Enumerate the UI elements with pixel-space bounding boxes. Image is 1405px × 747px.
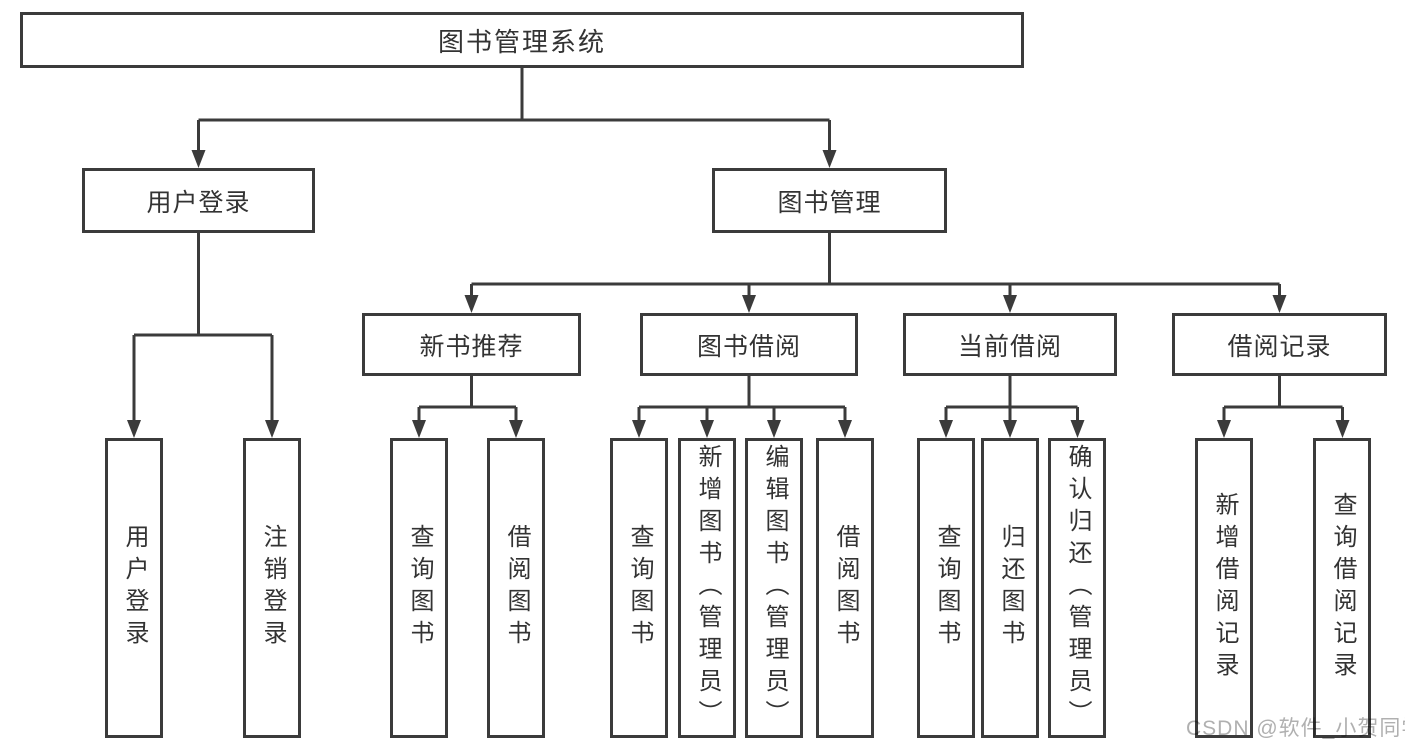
arrowhead-to-new-book-rec [464, 295, 479, 313]
node-book-mgmt: 图书管理 [712, 168, 947, 233]
node-current-borrow-label: 当前借阅 [957, 332, 1062, 361]
node-leaf-cb-query-books: 查询图书 [917, 438, 975, 738]
node-leaf-br-query-record: 查询借阅记录 [1313, 438, 1371, 738]
node-leaf-rec-query-books: 查询图书 [390, 438, 448, 738]
node-leaf-bb-borrow-books: 借阅图书 [816, 438, 874, 738]
node-leaf-bb-edit-books-label: 编辑图书（管理员） [761, 444, 788, 732]
node-leaf-cb-return-books: 归还图书 [981, 438, 1039, 738]
node-new-book-rec: 新书推荐 [362, 313, 581, 376]
arrowhead-to-br-add [1217, 420, 1231, 438]
arrowhead-to-cb-confirm [1070, 420, 1085, 438]
node-leaf-cb-confirm-return: 确认归还（管理员） [1048, 438, 1106, 738]
node-leaf-bb-borrow-books-label: 借阅图书 [832, 524, 859, 652]
connector-user-login-to-children [127, 233, 279, 438]
node-book-borrow: 图书借阅 [640, 313, 858, 376]
node-leaf-cb-query-books-label: 查询图书 [933, 524, 960, 652]
connector-borrow-records-to-children [1217, 376, 1350, 438]
node-user-login: 用户登录 [82, 168, 315, 233]
node-user-login-label: 用户登录 [146, 188, 251, 217]
node-new-book-rec-label: 新书推荐 [419, 332, 524, 361]
arrowhead-to-borrow-records [1272, 295, 1287, 313]
node-leaf-br-add-record: 新增借阅记录 [1195, 438, 1253, 738]
node-library-system-label: 图书管理系统 [437, 26, 606, 57]
node-book-borrow-label: 图书借阅 [696, 332, 801, 361]
node-leaf-rec-borrow-books: 借阅图书 [487, 438, 545, 738]
node-leaf-rec-query-books-label: 查询图书 [406, 524, 433, 652]
arrowhead-to-br-query [1335, 420, 1350, 438]
node-leaf-user-login: 用户登录 [105, 438, 163, 738]
arrowhead-to-user-login [191, 150, 206, 168]
node-leaf-br-query-record-label: 查询借阅记录 [1329, 492, 1356, 684]
node-leaf-bb-query-books-label: 查询图书 [626, 524, 653, 652]
connector-root-to-level2 [191, 68, 837, 168]
arrowhead-to-user-login-leaf [127, 420, 141, 438]
node-leaf-br-add-record-label: 新增借阅记录 [1211, 492, 1238, 684]
arrowhead-to-logout-leaf [265, 420, 279, 438]
node-leaf-cb-confirm-return-label: 确认归还（管理员） [1064, 444, 1091, 732]
node-leaf-user-login-label: 用户登录 [121, 524, 148, 652]
arrowhead-to-bb-query [632, 420, 646, 438]
node-leaf-bb-query-books: 查询图书 [610, 438, 668, 738]
node-borrow-records: 借阅记录 [1172, 313, 1387, 376]
arrowhead-to-book-mgmt [822, 150, 837, 168]
node-leaf-bb-edit-books: 编辑图书（管理员） [745, 438, 803, 738]
node-leaf-cb-return-books-label: 归还图书 [997, 524, 1024, 652]
node-book-mgmt-label: 图书管理 [777, 188, 882, 217]
node-borrow-records-label: 借阅记录 [1227, 332, 1332, 361]
node-leaf-logout: 注销登录 [243, 438, 301, 738]
arrowhead-to-cb-query [939, 420, 953, 438]
node-library-system: 图书管理系统 [20, 12, 1024, 68]
arrowhead-to-book-borrow [742, 295, 756, 313]
arrowhead-to-bb-borrow [838, 420, 852, 438]
arrowhead-to-rec-query [412, 420, 426, 438]
connector-new-book-rec-to-children [412, 376, 523, 438]
arrowhead-to-current-borrow [1003, 295, 1017, 313]
node-leaf-bb-add-books-label: 新增图书（管理员） [694, 444, 721, 732]
node-current-borrow: 当前借阅 [903, 313, 1117, 376]
node-leaf-bb-add-books: 新增图书（管理员） [678, 438, 736, 738]
arrowhead-to-bb-add [700, 420, 714, 438]
node-leaf-logout-label: 注销登录 [259, 524, 286, 652]
arrowhead-to-rec-borrow [509, 420, 523, 438]
connector-current-borrow-to-children [939, 376, 1085, 438]
arrowhead-to-bb-edit [767, 420, 781, 438]
arrowhead-to-cb-return [1003, 420, 1017, 438]
connector-book-borrow-to-children [632, 376, 852, 438]
csdn-watermark: CSDN @软件_小贺同学 [1186, 717, 1405, 740]
node-leaf-rec-borrow-books-label: 借阅图书 [503, 524, 530, 652]
connector-book-mgmt-to-level3 [464, 233, 1287, 313]
